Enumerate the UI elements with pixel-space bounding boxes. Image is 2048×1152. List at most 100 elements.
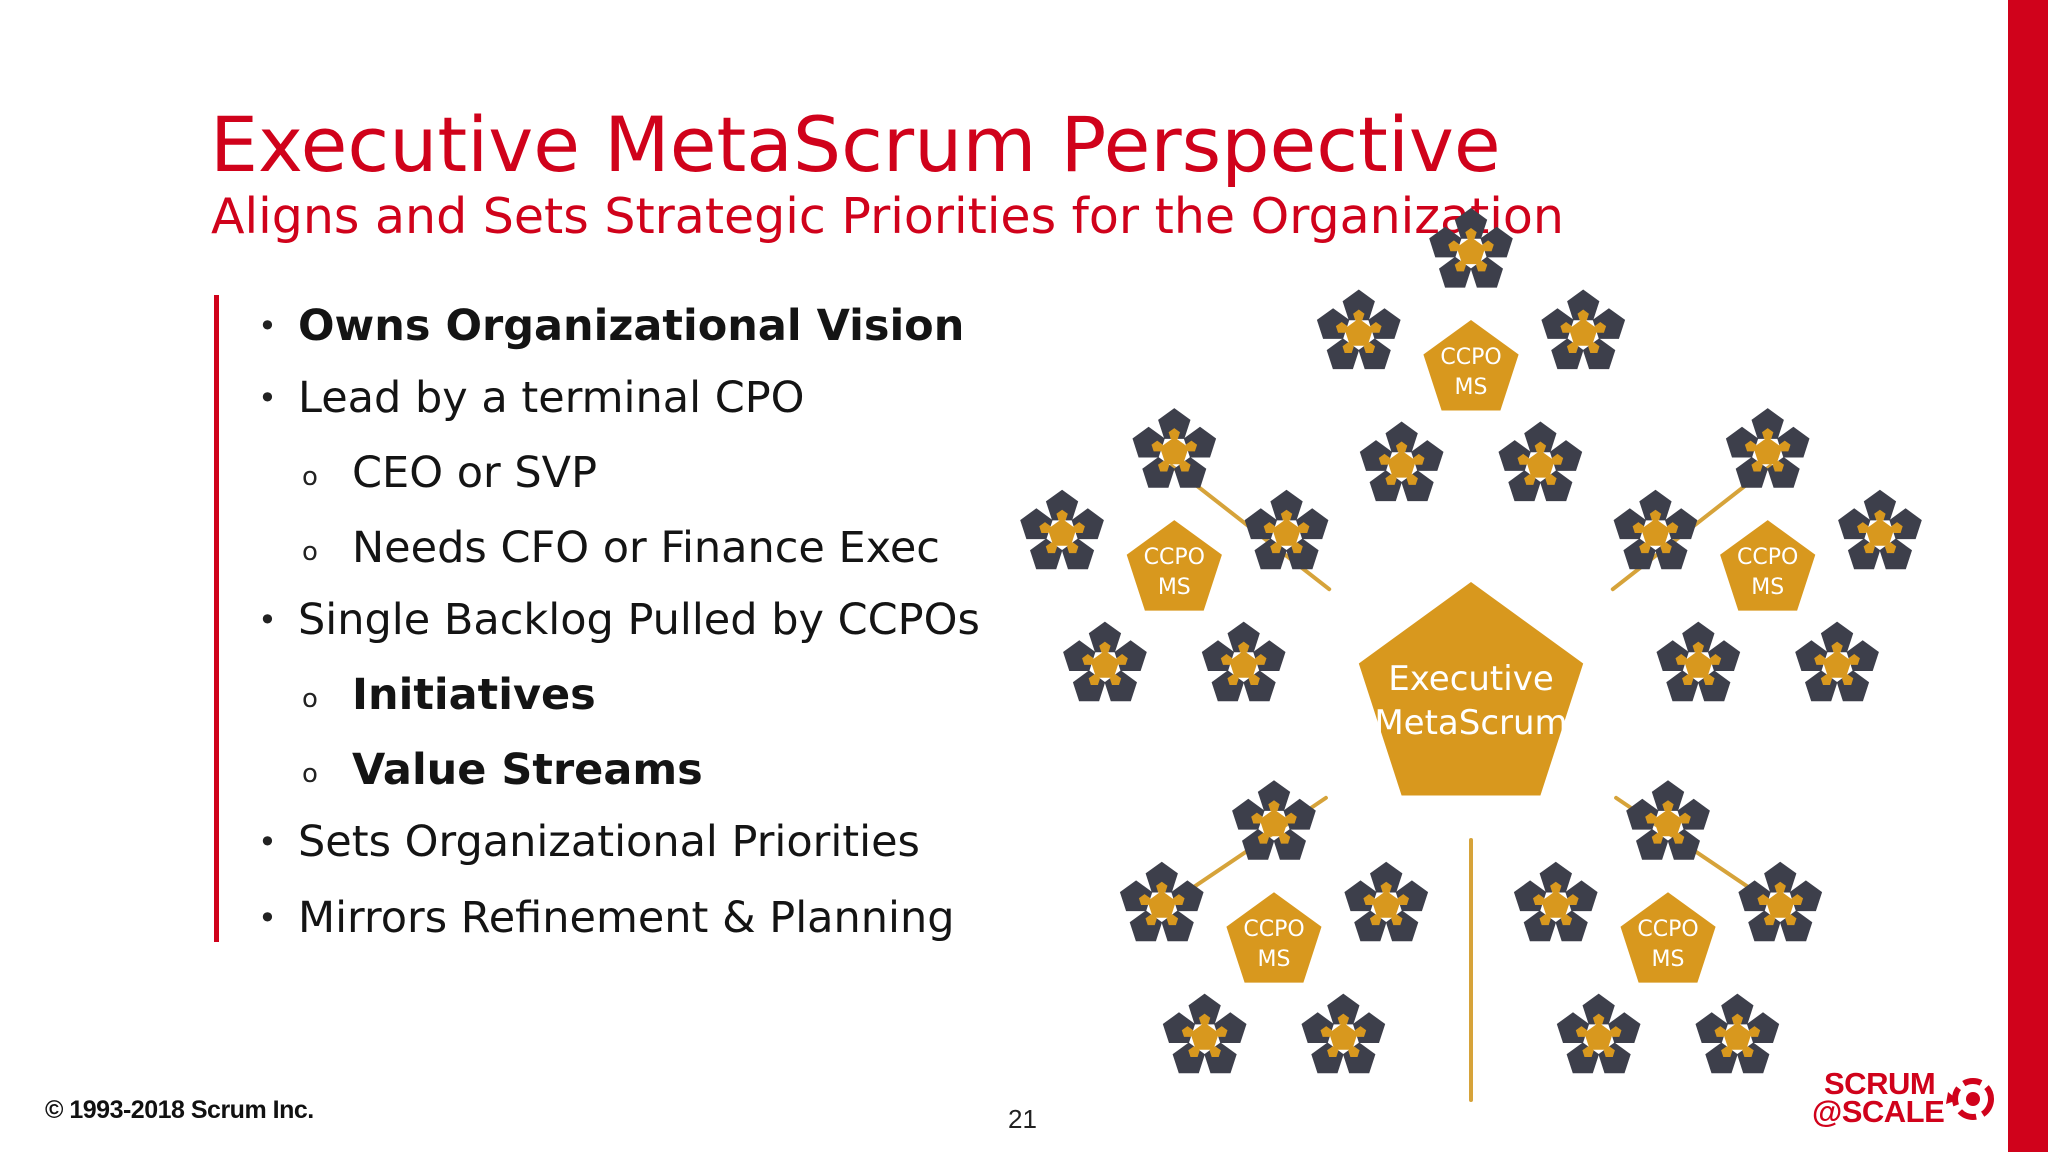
team-member-accent <box>1395 441 1408 453</box>
bullets-accent-line <box>214 295 219 942</box>
scrum-master-shape <box>1766 890 1795 918</box>
team-member-shape <box>1656 640 1689 671</box>
team-member-accent <box>1592 1013 1605 1025</box>
team-cluster <box>1626 780 1710 860</box>
team-member-shape <box>1385 421 1418 453</box>
team-member-shape <box>1608 1012 1641 1043</box>
ccpo-ms-shape <box>1620 892 1716 983</box>
team-member-accent <box>1791 894 1804 905</box>
team-member-accent <box>1551 453 1564 465</box>
bullet-text: Single Backlog Pulled by CCPOs <box>298 595 980 645</box>
bullet-text: Owns Organizational Vision <box>298 301 965 351</box>
team-member-shape <box>1342 289 1375 321</box>
team-member-accent <box>1891 522 1903 533</box>
team-member-shape <box>1395 880 1429 912</box>
team-member-accent <box>1848 654 1860 665</box>
bullet-text: CEO or SVP <box>352 448 598 498</box>
team-cluster <box>1244 489 1329 570</box>
scrum-master-shape <box>1047 518 1077 546</box>
team-member-accent <box>1632 522 1645 533</box>
team-member-shape <box>1370 861 1403 893</box>
team-member-shape <box>1582 993 1615 1025</box>
team-cluster <box>1556 993 1641 1074</box>
team-member-shape <box>1454 208 1488 239</box>
team-member-shape <box>1359 440 1393 471</box>
team-member-accent <box>1709 654 1722 665</box>
team-member-shape <box>1513 880 1547 912</box>
bullet-circle: o <box>302 759 318 789</box>
team-member-shape <box>1567 289 1600 321</box>
team-cluster <box>1838 489 1922 570</box>
team-member-shape <box>1626 798 1659 830</box>
team-member-shape <box>1201 640 1235 671</box>
team-member-accent <box>1198 1013 1211 1025</box>
team-member-accent <box>1575 1026 1588 1037</box>
team-member-accent <box>1874 509 1886 521</box>
team-cluster <box>1429 208 1513 288</box>
team-member-accent <box>1649 509 1662 521</box>
scrum-master-shape <box>1822 650 1852 678</box>
team-member-shape <box>1695 1012 1728 1043</box>
metascrum-label: MetaScrum <box>1374 703 1567 743</box>
ms-label: MS <box>1455 375 1488 400</box>
team-member-shape <box>1429 226 1462 258</box>
team-member-accent <box>1268 800 1280 811</box>
team-member-accent <box>1056 509 1068 521</box>
team-member-shape <box>1565 880 1598 912</box>
team-member-shape <box>1592 308 1626 339</box>
team-cluster <box>1316 289 1401 370</box>
scrum-master-shape <box>1147 890 1176 918</box>
team-cluster <box>1738 861 1823 942</box>
team-member-accent <box>1774 881 1786 893</box>
scrum-master-shape <box>1865 518 1895 546</box>
team-cluster <box>1162 993 1247 1074</box>
scrum-master-shape <box>1526 450 1555 478</box>
team-member-shape <box>1549 440 1583 471</box>
scrum-master-shape <box>1344 318 1373 346</box>
team-member-accent <box>1116 654 1128 665</box>
team-member-accent <box>1662 800 1674 811</box>
team-member-shape <box>1863 489 1897 521</box>
team-member-accent <box>1692 641 1704 653</box>
ms-label: MS <box>1258 947 1291 972</box>
scrum-at-scale-logo: SCRUM @SCALE <box>1812 1068 2002 1140</box>
team-member-shape <box>1524 421 1557 453</box>
team-member-shape <box>1188 993 1221 1025</box>
team-member-accent <box>1099 641 1111 653</box>
slide-title: Executive MetaScrum Perspective <box>210 100 1501 189</box>
team-member-accent <box>1779 440 1791 452</box>
team-member-shape <box>1253 640 1286 671</box>
team-member-shape <box>1344 880 1377 912</box>
scrum-master-shape <box>1584 1022 1613 1050</box>
team-member-accent <box>1216 1026 1228 1037</box>
team-member-accent <box>1757 894 1769 905</box>
team-cluster <box>1119 861 1204 942</box>
bullet-dot: • <box>258 601 277 639</box>
ccpo-label: CCPO <box>1243 917 1304 942</box>
scrum-master-shape <box>1371 890 1401 918</box>
team-member-shape <box>1227 621 1260 653</box>
scrum-master-shape <box>1229 650 1258 678</box>
team-member-accent <box>1181 1026 1194 1037</box>
bullet-text: Initiatives <box>352 670 596 720</box>
team-member-shape <box>1707 640 1741 671</box>
scrum-master-shape <box>1329 1022 1358 1050</box>
team-member-shape <box>1480 226 1513 258</box>
ccpo-label: CCPO <box>1737 545 1798 570</box>
team-member-accent <box>1280 509 1293 521</box>
team-member-accent <box>1465 228 1477 239</box>
team-member-accent <box>1675 654 1687 665</box>
team-member-accent <box>1251 812 1263 824</box>
ccpo-label: CCPO <box>1637 917 1698 942</box>
scrum-master-shape <box>1456 237 1486 265</box>
team-member-accent <box>1610 1026 1622 1037</box>
team-cluster <box>1301 993 1386 1074</box>
team-member-shape <box>1352 1012 1386 1043</box>
team-member-accent <box>1744 440 1757 452</box>
team-member-accent <box>1534 441 1547 453</box>
scrum-master-shape <box>1090 650 1120 678</box>
team-cluster <box>1344 861 1429 942</box>
